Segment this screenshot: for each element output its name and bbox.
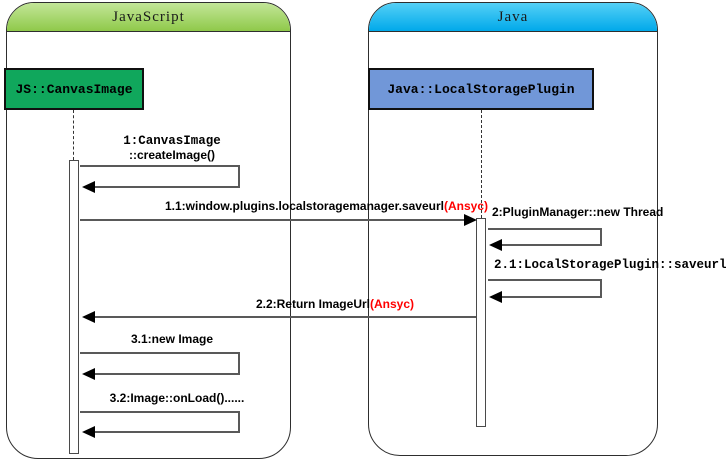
message-1-1-label-text: 1.1:window.plugins.localstoragemanager.s… <box>165 199 444 213</box>
object-js-canvasimage-label: JS::CanvasImage <box>15 81 133 97</box>
message-2-label-text: 2:PluginManager::new Thread <box>492 205 664 219</box>
object-java-localstorageplugin: Java::LocalStoragePlugin <box>368 68 594 110</box>
message-1-label-line2: ::createImage() <box>128 148 216 162</box>
frame-java-header: Java <box>369 3 657 32</box>
lifeline-js <box>73 110 74 160</box>
object-java-localstorageplugin-label: Java::LocalStoragePlugin <box>387 81 575 97</box>
message-3-2-label: 3.2:Image::onLoad()...... <box>92 391 262 405</box>
message-1-label-line1: 1:CanvasImage <box>123 134 221 148</box>
activation-bar-js <box>69 160 79 454</box>
object-js-canvasimage: JS::CanvasImage <box>4 68 144 110</box>
lifeline-java <box>481 110 482 218</box>
frame-javascript-title: JavaScript <box>112 8 185 25</box>
message-2-1-label: 2.1:LocalStoragePlugin::saveurl <box>494 257 727 272</box>
message-1-1-async-tag: (Ansyc) <box>443 199 488 213</box>
message-3-2-label-text: 3.2:Image::onLoad()...... <box>109 391 245 405</box>
message-2-2-label-text: 2.2:Return ImageUrl <box>255 297 370 311</box>
message-2-1-label-text: 2.1:LocalStoragePlugin::saveurl <box>494 258 727 272</box>
message-2-2-async-tag: (Ansyc) <box>369 297 414 311</box>
frame-javascript-header: JavaScript <box>7 3 290 32</box>
message-3-1-label: 3.1:new Image <box>92 332 252 346</box>
message-1-1-label: 1.1:window.plugins.localstoragemanager.s… <box>165 199 488 213</box>
activation-bar-java <box>476 218 486 427</box>
message-3-1-label-text: 3.1:new Image <box>130 332 214 346</box>
frame-java-title: Java <box>497 8 529 25</box>
message-2-2-label: 2.2:Return ImageUrl(Ansyc) <box>112 297 414 311</box>
message-2-label: 2:PluginManager::new Thread <box>492 205 663 219</box>
message-1-label: 1:CanvasImage ::createImage() <box>92 133 252 162</box>
